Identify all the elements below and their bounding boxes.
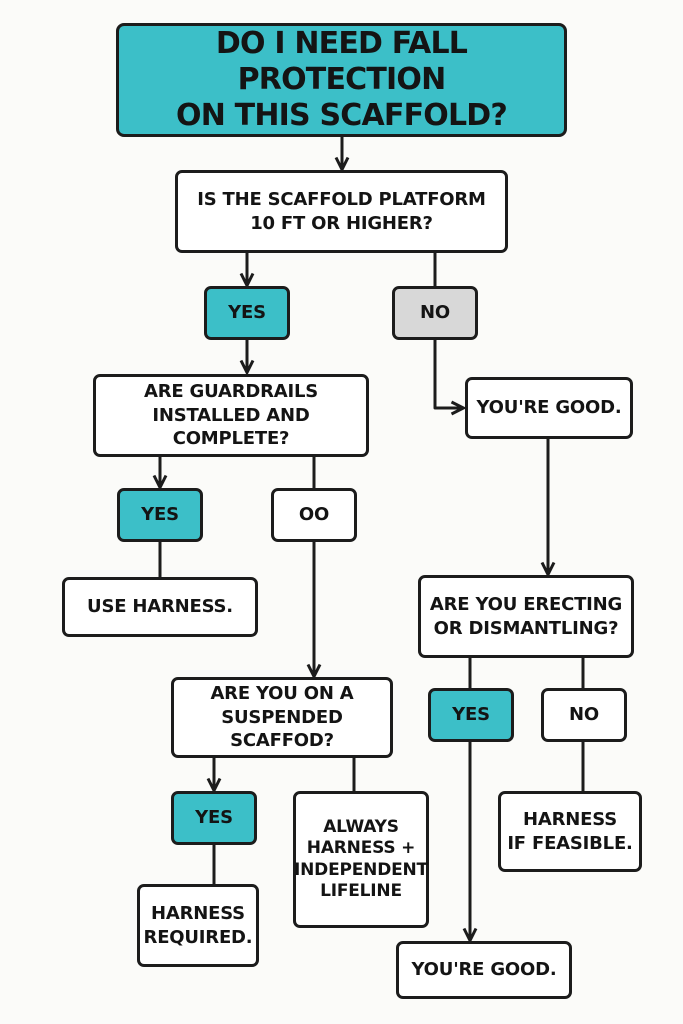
result-youre-good-2: YOU'RE GOOD. [396, 941, 572, 999]
question-suspended-scaffold: ARE YOU ON A SUSPENDED SCAFFOD? [171, 677, 393, 758]
platform-yes-label: YES [204, 286, 290, 340]
result-youre-good-1: YOU'RE GOOD. [465, 377, 633, 439]
question-erecting-dismantling: ARE YOU ERECTING OR DISMANTLING? [418, 575, 634, 658]
result-harness-required: HARNESS REQUIRED. [137, 884, 259, 967]
erecting-yes-label: YES [428, 688, 514, 742]
guardrails-yes-label: YES [117, 488, 203, 542]
question-guardrails: ARE GUARDRAILS INSTALLED AND COMPLETE? [93, 374, 369, 457]
result-always-harness-lifeline: ALWAYS HARNESS + INDEPENDENT LIFELINE [293, 791, 429, 928]
question-platform-height: IS THE SCAFFOLD PLATFORM 10 FT OR HIGHER… [175, 170, 508, 253]
result-use-harness: USE HARNESS. [62, 577, 258, 637]
guardrails-no-label: OO [271, 488, 357, 542]
suspended-yes-label: YES [171, 791, 257, 845]
platform-no-label: NO [392, 286, 478, 340]
result-harness-if-feasible: HARNESS IF FEASIBLE. [498, 791, 642, 872]
no-to-good-arrow [433, 337, 462, 408]
flowchart-title: DO I NEED FALL PROTECTION ON THIS SCAFFO… [116, 23, 567, 137]
erecting-no-label: NO [541, 688, 627, 742]
